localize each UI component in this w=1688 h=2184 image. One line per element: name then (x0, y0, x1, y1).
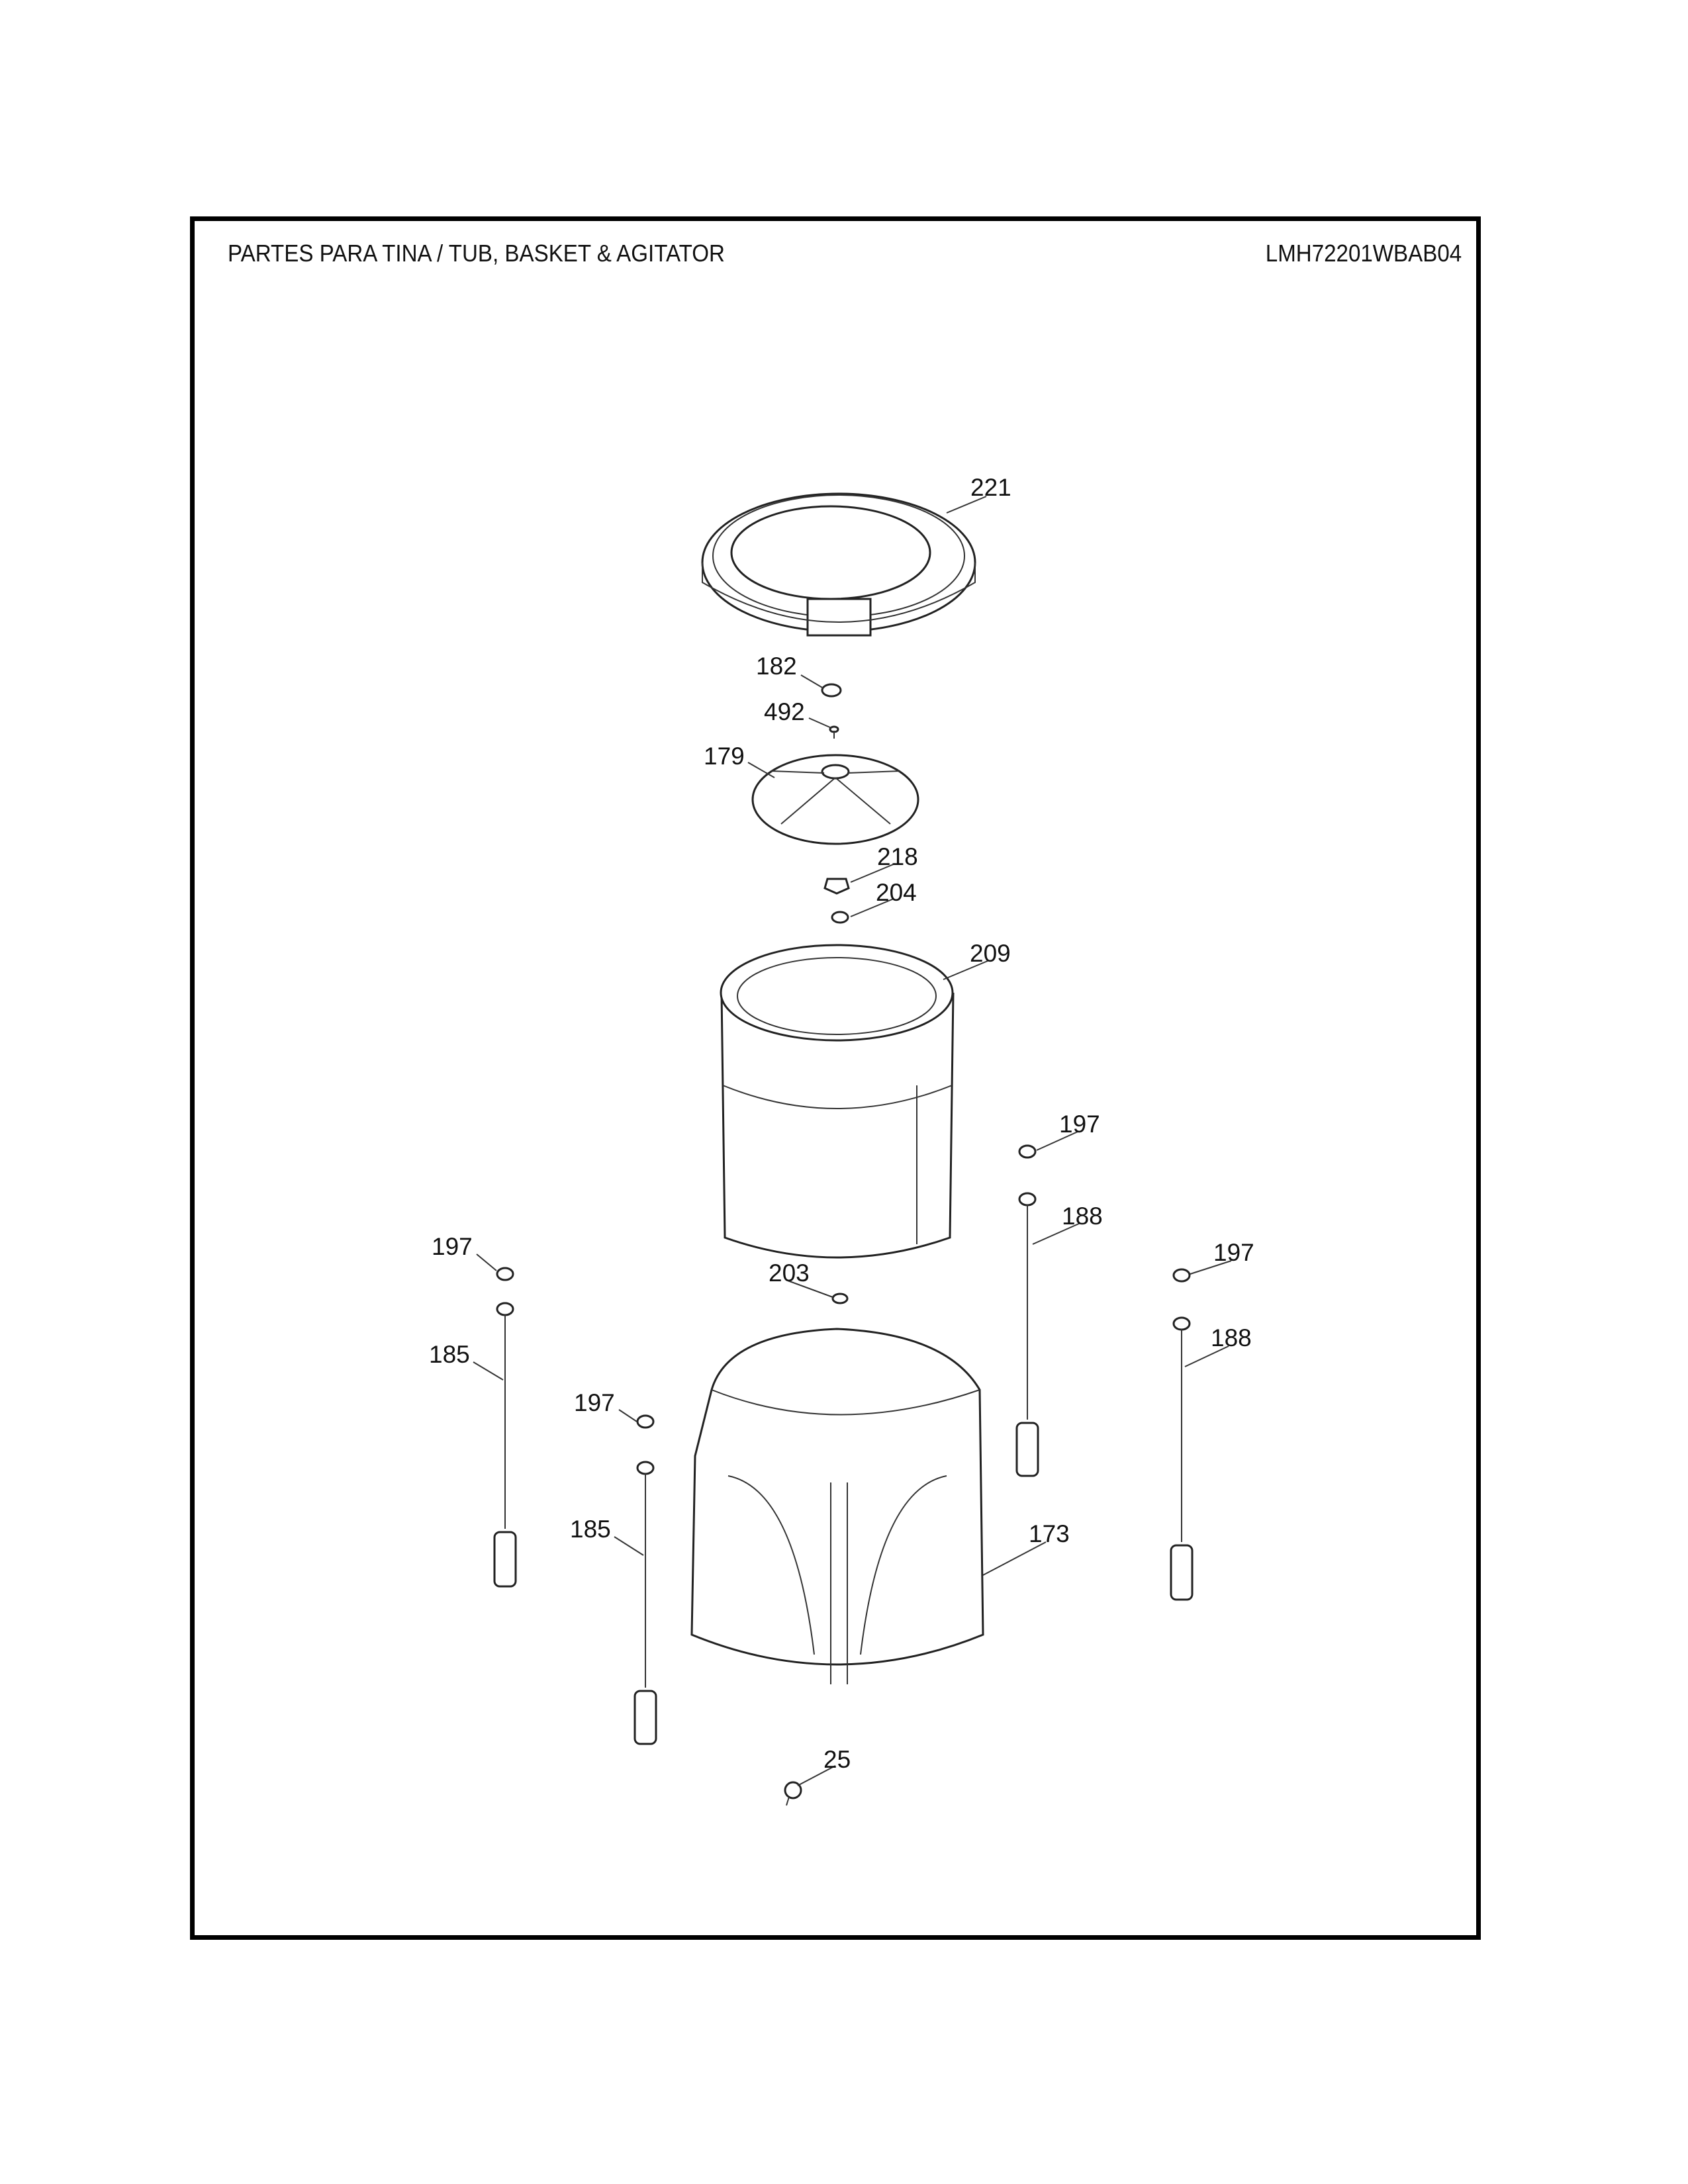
part-173-outer-tub[interactable] (690, 1328, 984, 1684)
diagram-frame (190, 216, 1481, 1940)
part-179-pulsator[interactable] (751, 754, 919, 845)
callout-197-left: 197 (432, 1233, 473, 1260)
callout-188-far-right: 188 (1211, 1324, 1252, 1351)
callout-218: 218 (877, 843, 918, 870)
callout-185-middle: 185 (570, 1516, 611, 1543)
part-188-rod-far-right[interactable] (1170, 1268, 1194, 1601)
part-185-rod-middle[interactable] (633, 1414, 657, 1745)
callout-179: 179 (704, 743, 745, 770)
part-188-rod-right[interactable] (1015, 1144, 1039, 1477)
callout-25: 25 (823, 1746, 851, 1773)
callout-209: 209 (970, 940, 1011, 967)
leader-lines (473, 496, 1232, 1786)
callout-197-far-right: 197 (1213, 1239, 1254, 1266)
part-185-rod-left[interactable] (493, 1267, 517, 1588)
callout-492: 492 (764, 698, 805, 725)
part-203-washer[interactable] (831, 1293, 849, 1304)
callout-182: 182 (756, 653, 797, 680)
part-182-cap[interactable] (821, 683, 842, 698)
callout-173: 173 (1029, 1520, 1070, 1547)
callout-204: 204 (876, 879, 917, 906)
callout-185-left: 185 (429, 1341, 470, 1368)
model-number: LMH72201WBAB04 (1265, 240, 1462, 267)
callout-221: 221 (970, 474, 1011, 501)
part-209-basket[interactable] (720, 944, 955, 1259)
part-218-nut[interactable] (823, 878, 850, 895)
callout-197-right: 197 (1059, 1111, 1100, 1138)
part-221-tub-cover[interactable] (701, 492, 976, 637)
part-492-screw[interactable] (829, 725, 839, 739)
page-title: PARTES PARA TINA / TUB, BASKET & AGITATO… (228, 240, 725, 267)
part-204-washer[interactable] (831, 911, 849, 924)
callout-203: 203 (769, 1259, 810, 1287)
part-25-clip[interactable] (784, 1781, 802, 1806)
callout-188-right: 188 (1062, 1203, 1103, 1230)
callout-197-middle: 197 (574, 1389, 615, 1416)
